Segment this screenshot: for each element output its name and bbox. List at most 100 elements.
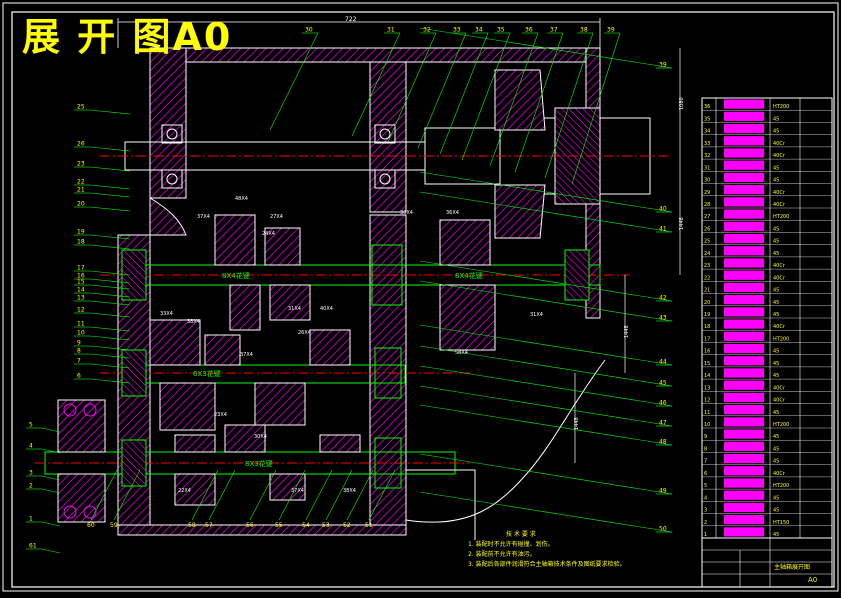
bom-item-number: 7 <box>704 459 707 465</box>
bom-item-number: 3 <box>704 508 707 514</box>
dim-right-text: 1080 <box>679 97 685 110</box>
bom-material: HT200 <box>773 483 789 489</box>
bom-item-number: 20 <box>704 300 710 306</box>
bom-material: HT150 <box>773 520 789 526</box>
bom-material: 40Cr <box>773 398 786 404</box>
bom-item-number: 31 <box>704 165 710 171</box>
tech-req-title: 技 术 要 求 <box>506 531 536 538</box>
tech-req-line-3: 3. 装配后各部件润滑符合主轴箱技术条件及图纸要求检验。 <box>468 561 626 568</box>
shaft-spline-label: 8X4花键 <box>455 271 483 280</box>
part-callout-bottom-57: 57 <box>205 522 213 529</box>
bom-item-number: 19 <box>704 312 710 318</box>
gear-label: 48X4 <box>235 196 248 202</box>
bom-part-name-bar <box>724 172 764 183</box>
bom-part-name-bar <box>724 417 764 427</box>
bom-part-name-bar <box>724 331 764 341</box>
bom-material: 45 <box>773 410 779 416</box>
break-line-2 <box>406 469 476 540</box>
bom-item-number: 36 <box>704 104 710 110</box>
bom-part-name-bar <box>724 405 764 415</box>
gear-label: 37X4 <box>240 352 253 358</box>
input-shaft <box>35 399 470 523</box>
bom-part-name-bar <box>724 527 764 537</box>
bom-material: 45 <box>773 178 779 184</box>
gear-label: 38X4 <box>343 488 356 494</box>
bom-material: 40Cr <box>773 263 786 269</box>
bom-part-name-bar <box>724 490 764 500</box>
part-callout-top-38: 38 <box>580 27 588 34</box>
part-callout-bottom-51: 51 <box>365 522 373 529</box>
shaft-spline-label: 6X3花键 <box>193 369 221 378</box>
bom-material: 45 <box>773 434 779 440</box>
bom-material: 45 <box>773 300 779 306</box>
part-callout-top-30: 30 <box>305 27 313 34</box>
part-callout-left-26: 26 <box>77 141 85 148</box>
part-callout-left-11: 11 <box>77 321 85 328</box>
part-callout-bottom-60: 60 <box>87 522 95 529</box>
dim-top-text: 722 <box>345 16 357 23</box>
bom-part-name-bar <box>724 258 764 268</box>
part-callout-left-61: 61 <box>29 543 37 550</box>
bom-material: 40Cr <box>773 324 786 330</box>
break-line <box>405 359 606 523</box>
part-callout-right-41: 41 <box>659 226 667 233</box>
bom-part-name-bar <box>724 233 764 244</box>
bom-part-name-bar <box>724 319 764 329</box>
part-callout-left-8: 8 <box>77 348 81 355</box>
technical-requirements: 技 术 要 求 1. 装配时不允许有碰撞、划伤。 2. 装配前不允许有油污。 3… <box>468 530 626 570</box>
bom-item-number: 35 <box>704 116 710 122</box>
bom-part-name-bar <box>724 295 764 305</box>
bom-material: 45 <box>773 251 779 257</box>
part-callout-left-2: 2 <box>29 483 33 490</box>
bom-item-number: 27 <box>704 214 710 220</box>
bom-material: 45 <box>773 288 779 294</box>
bom-part-name-bar <box>724 160 764 170</box>
drawing-title: 展 开 图A0 <box>22 15 233 59</box>
bom-part-name-bar <box>724 478 764 488</box>
right-dimensions <box>574 48 681 463</box>
bom-part-name-bar <box>724 136 764 146</box>
bom-item-number: 17 <box>704 336 710 342</box>
bom-item-number: 18 <box>704 324 710 330</box>
part-callout-top-39: 39 <box>607 27 615 34</box>
dim-right-text: 1448 <box>574 417 580 430</box>
part-callout-left-5: 5 <box>29 422 33 429</box>
bom-material: 40Cr <box>773 471 786 477</box>
gear-label: 31X4 <box>530 312 543 318</box>
part-callout-top-31: 31 <box>387 27 395 34</box>
bom-part-name-bar <box>724 111 764 121</box>
bom-part-name-bar <box>724 209 764 219</box>
gear-label: 58X4 <box>455 350 468 356</box>
bom-material: 45 <box>773 373 779 379</box>
gear-label: 38X4 <box>187 319 200 325</box>
part-callout-left-14: 14 <box>77 287 85 294</box>
bom-item-number: 30 <box>704 178 710 184</box>
bom-part-name-bar <box>724 343 764 354</box>
bom-part-name-bar <box>724 441 764 451</box>
leader-lines <box>26 27 673 554</box>
part-callout-right-39: 39 <box>659 62 667 69</box>
tech-req-line-1: 1. 装配时不允许有碰撞、划伤。 <box>468 541 554 548</box>
bom-item-number: 6 <box>704 471 707 477</box>
bom-material: 45 <box>773 446 779 452</box>
gear-label: 30X4 <box>254 434 267 440</box>
bom-part-name-bar <box>724 221 764 231</box>
bom-material: 40Cr <box>773 275 786 281</box>
part-callout-left-21: 21 <box>77 187 85 194</box>
bom-item-number: 25 <box>704 239 710 245</box>
shaft-spline-label: 8X3花键 <box>245 459 273 468</box>
part-callout-top-36: 36 <box>525 27 533 34</box>
bom-part-name-bar <box>724 307 764 317</box>
part-callout-left-7: 7 <box>77 358 81 365</box>
gear-label: 31X4 <box>288 306 301 312</box>
bom-part-name-bar <box>724 282 764 293</box>
top-dimension: 722 <box>117 16 601 48</box>
bom-material: 40Cr <box>773 190 786 196</box>
part-callout-bottom-54: 54 <box>302 522 310 529</box>
bom-part-name-bar <box>724 429 764 439</box>
bom-material: 40Cr <box>773 385 786 391</box>
